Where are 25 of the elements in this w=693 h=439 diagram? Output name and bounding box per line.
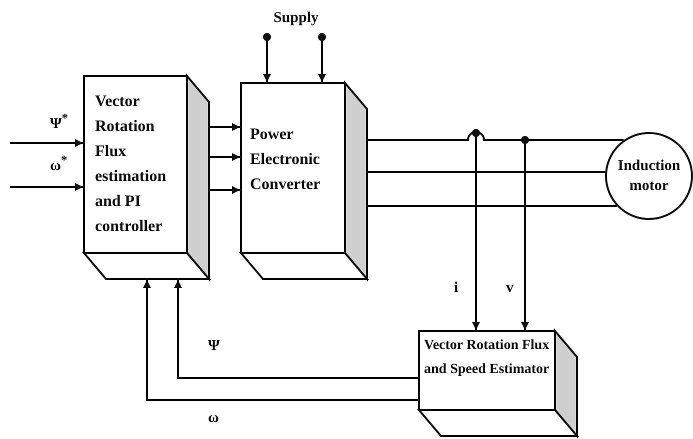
edge-label: v — [506, 280, 514, 296]
block-label: Power Electronic Converter — [250, 125, 322, 195]
arrow — [143, 280, 418, 401]
block-label: Induction motor — [616, 157, 682, 196]
edge-label: ω — [208, 410, 219, 426]
arrow — [472, 129, 480, 330]
block-label: Vector Rotation Flux and Speed Estimator — [424, 337, 550, 379]
arrow — [263, 33, 271, 82]
connector-line — [368, 171, 606, 173]
arrow — [210, 153, 240, 161]
arrow — [210, 186, 240, 194]
arrow — [318, 33, 326, 82]
edge-label: i — [454, 280, 458, 296]
block-label: Supply — [272, 9, 320, 28]
arrow — [10, 183, 83, 191]
edge-label: ω$^{*}$ — [50, 152, 68, 174]
arrow — [521, 136, 529, 330]
arrow — [174, 280, 418, 379]
arrow — [10, 139, 83, 147]
edge-label: Ψ — [208, 338, 220, 354]
edge-label: Ψ$^{*}$ — [50, 110, 68, 132]
block-label: Vector Rotation Flux estimation and PI controller — [95, 92, 168, 237]
arrow — [210, 123, 240, 131]
connector-line — [368, 131, 624, 141]
connector-line — [368, 205, 617, 207]
